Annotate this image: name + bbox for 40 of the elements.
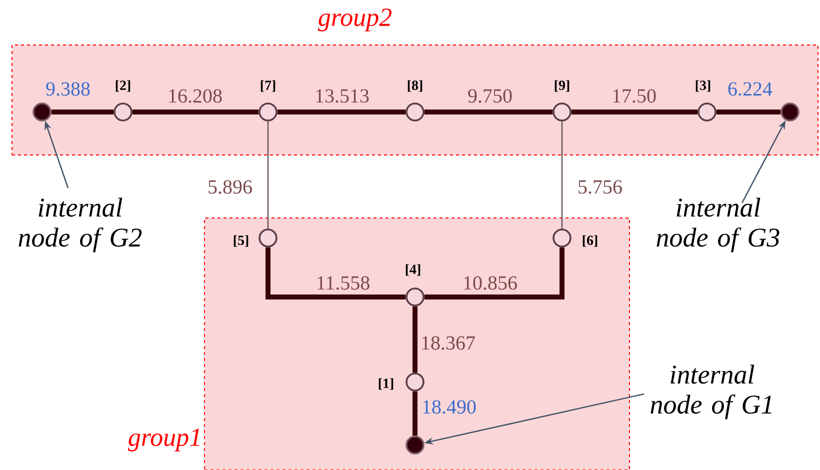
edge-label: 16.208 — [169, 89, 222, 103]
edge-label: 18.367 — [422, 336, 475, 350]
filled-node-dot — [406, 436, 424, 454]
connector-line — [412, 306, 418, 373]
node-number: [5] — [234, 235, 248, 247]
node-number: [2] — [116, 80, 130, 92]
edge-label: 10.856 — [464, 276, 517, 290]
node-number: [6] — [582, 235, 598, 247]
connector-line — [51, 110, 114, 114]
node-number: [9] — [554, 80, 570, 92]
edge-label: 5.756 — [578, 180, 622, 194]
connector-line — [277, 110, 406, 114]
connector-line — [424, 110, 553, 114]
node-label: group1 — [128, 428, 200, 452]
edge-label: 13.513 — [316, 89, 369, 103]
connector-line — [267, 121, 269, 229]
node-number: [3] — [696, 80, 710, 92]
node-number: [4] — [406, 264, 420, 276]
connector-line — [424, 247, 564, 300]
connector-line — [561, 121, 563, 229]
edge-label: 18.490 — [423, 400, 476, 414]
node-label: group2 — [318, 8, 392, 32]
annotation-text: internal node of G2 — [18, 198, 142, 252]
connector-line — [132, 110, 259, 114]
connector-line — [571, 110, 698, 114]
connector-line — [716, 110, 781, 114]
annotation-text: internal node of G1 — [650, 364, 772, 420]
edge-label: 9.388 — [46, 82, 90, 96]
node-number: [8] — [408, 80, 422, 92]
edge-label: 6.224 — [728, 82, 772, 96]
annotation-text: internal node of G3 — [656, 198, 780, 252]
node-number: [1] — [378, 378, 394, 390]
edge-label: 5.896 — [208, 180, 252, 194]
filled-node-dot — [780, 102, 800, 122]
edge-label: 11.558 — [318, 276, 370, 290]
connector-line — [412, 391, 418, 436]
edge-label: 9.750 — [468, 89, 512, 103]
edge-label: 17.50 — [613, 89, 656, 103]
connector-line — [266, 247, 406, 300]
node-number: [7] — [260, 80, 276, 92]
